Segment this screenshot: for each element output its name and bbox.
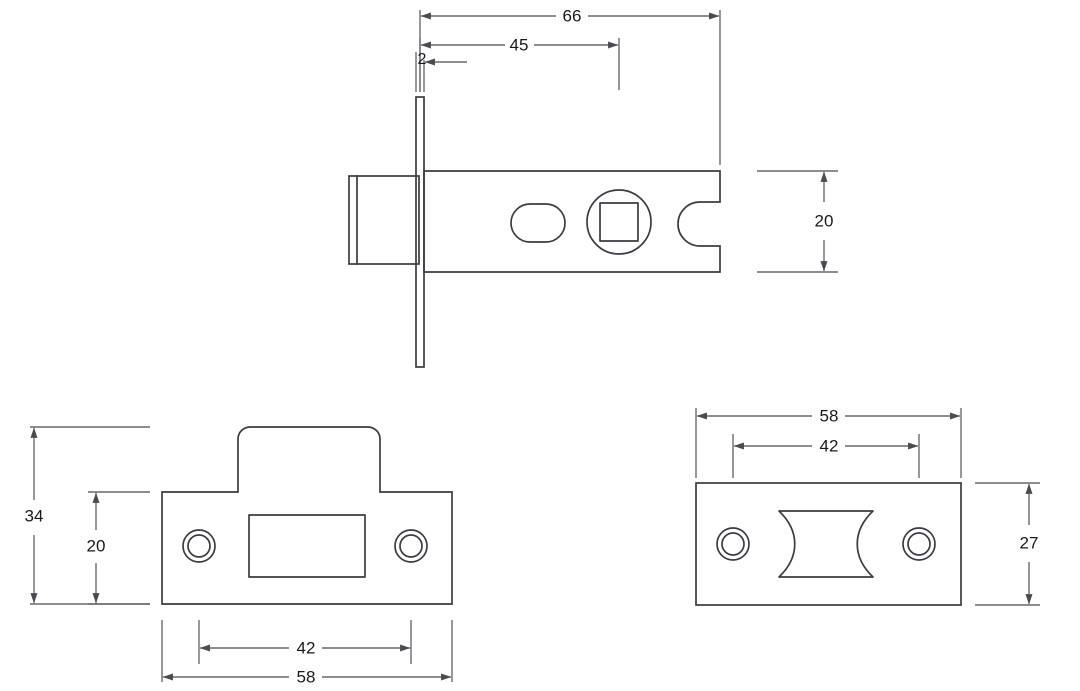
faceplate-screw-hole-right [394,529,428,563]
dimension-58-faceplate-label: 58 [297,667,316,686]
faceplate-center-cutout [248,514,366,578]
dimension-58-faceplate: 58 [161,620,453,686]
latch-body-outline [423,170,721,273]
dimension-66: 66 [419,6,721,165]
dimension-2: 2 [415,51,467,92]
latch-bolt [348,175,420,265]
dimension-42-strike-label: 42 [820,436,839,455]
faceplate-screw-hole-left [182,529,216,563]
dimension-42-faceplate: 42 [198,620,412,664]
faceplate-outline [161,426,453,605]
dimension-45: 45 [419,35,620,92]
strike-plate-cutout [778,510,874,578]
dimension-27-strike-label: 27 [1020,533,1039,552]
oval-hole [510,203,566,243]
dimension-20-body-label: 20 [815,211,834,230]
dimension-20-body: 20 [757,170,838,273]
view-faceplate-front: 34 20 42 58 [25,426,453,686]
dimension-27-strike: 27 [975,482,1040,606]
view-strike-plate: 58 42 27 [695,406,1040,606]
strike-screw-hole-left [716,527,750,561]
strike-plate-outline [695,482,962,606]
dimension-42-strike: 42 [732,434,920,478]
dimension-34: 34 [25,426,150,605]
view-side-elevation: 66 45 2 20 [348,6,838,368]
spindle-square [599,202,639,242]
dimension-58-strike: 58 [695,406,962,478]
spindle-circle [586,189,652,255]
strike-screw-hole-right [902,527,936,561]
dimension-66-label: 66 [563,6,582,25]
dimension-45-label: 45 [510,35,529,54]
dimension-2-label: 2 [418,51,427,68]
faceplate-edge [415,96,425,368]
dimension-34-label: 34 [25,506,44,525]
dimension-58-strike-label: 58 [820,406,839,425]
dimension-20-faceplate-label: 20 [87,536,106,555]
dimension-42-faceplate-label: 42 [297,638,316,657]
dimension-20-faceplate: 20 [87,491,150,605]
spindle-hole [586,189,652,255]
